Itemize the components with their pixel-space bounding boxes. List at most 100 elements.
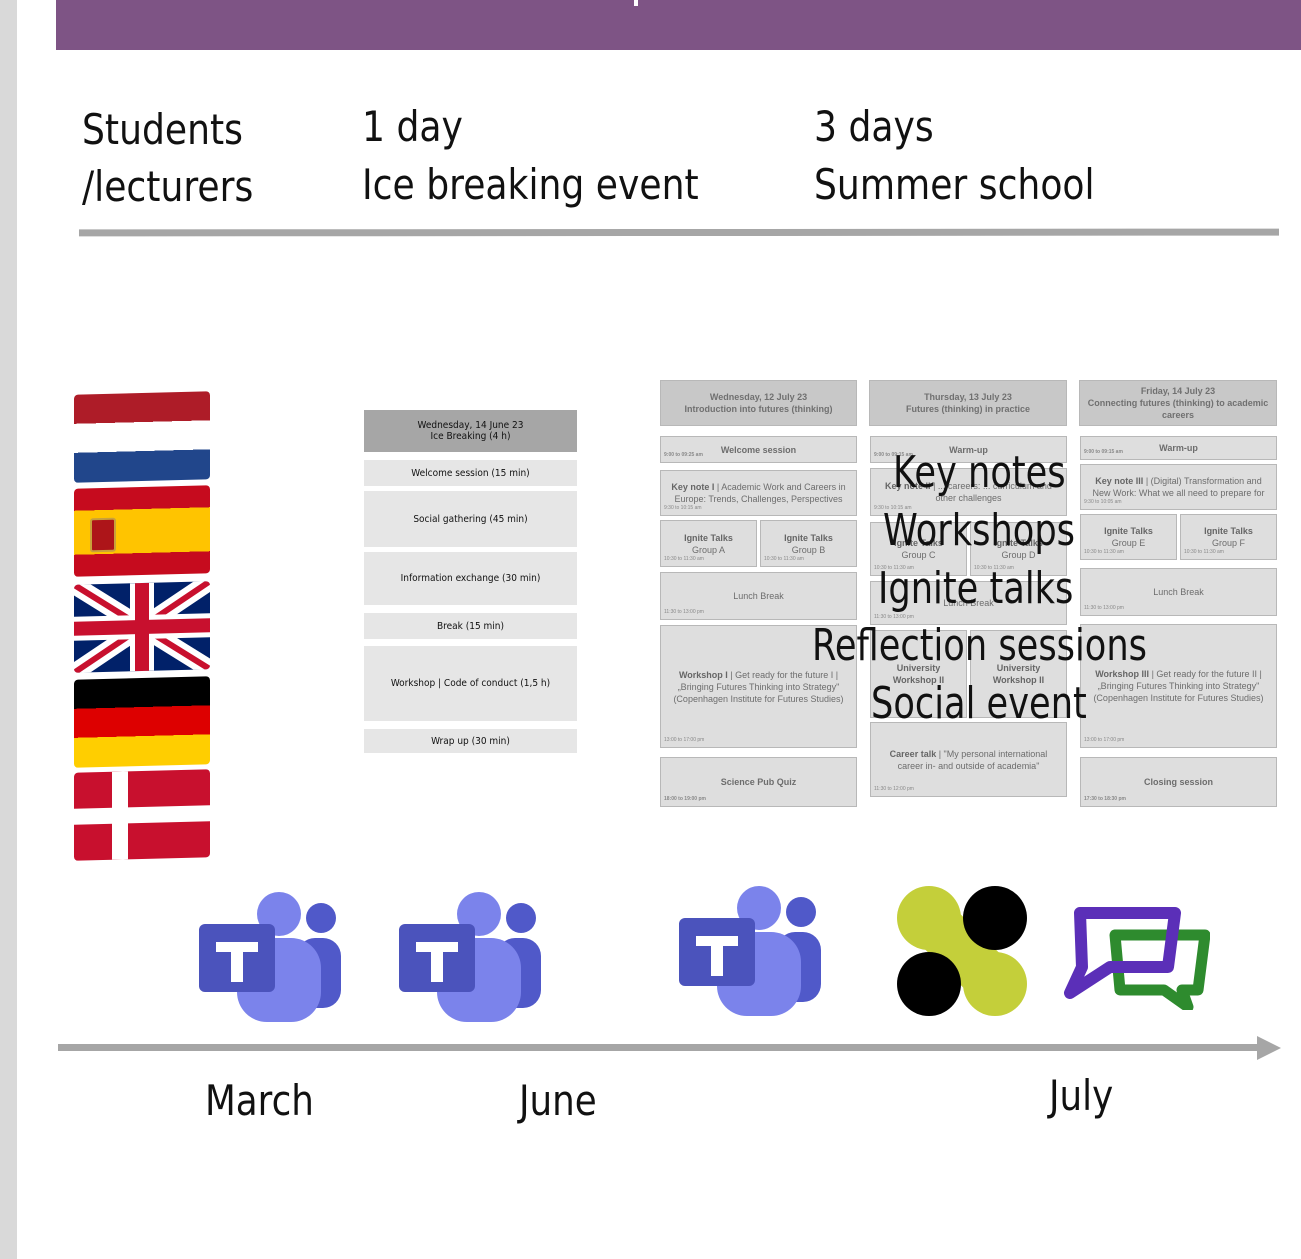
teams-icon (679, 886, 821, 1016)
germany-flag-icon (74, 676, 210, 768)
day1-workshop: Workshop I | Get ready for the future I … (660, 625, 857, 748)
day2-ignite-d-title: Ignite Talks (994, 538, 1043, 548)
day1-ignite-a-group: Group A (691, 544, 726, 555)
day1-keynote-text: | Academic Work and Careers in Europe: T… (674, 482, 846, 504)
timeline-arrowhead-icon (1257, 1036, 1281, 1060)
day1-ignite-a-title: Ignite Talks (684, 532, 733, 543)
day2-lunch-label: Lunch Break (943, 598, 994, 608)
day3-keynote-title: Key note III (1095, 476, 1144, 486)
ice-row-break: Break (15 min) (364, 613, 577, 639)
day2-header-line1: Thursday, 13 July 23 (924, 392, 1012, 402)
day3-ignite-e-group: Group E (1111, 538, 1146, 548)
day1-workshop-title: Workshop I (678, 669, 728, 680)
header-col1-line2: /lecturers (82, 162, 254, 211)
day1-header-line2: Introduction into futures (thinking) (684, 404, 833, 414)
day3-ignite-f-group: Group F (1211, 538, 1245, 548)
day2-ignite-c-title: Ignite Talks (894, 538, 943, 548)
title-banner (56, 0, 1301, 50)
chat-bubble-icon (1064, 907, 1210, 1010)
overlay-workshops: Workshops (883, 505, 1076, 556)
network-logo-icon (897, 886, 1027, 1016)
day3-workshop: Workshop III | Get ready for the future … (1080, 624, 1277, 748)
day2-header: Thursday, 13 July 23 Futures (thinking) … (869, 380, 1067, 426)
teams-icon (399, 892, 541, 1022)
ice-row-info: Information exchange (30 min) (364, 552, 577, 605)
denmark-flag-icon (74, 769, 210, 861)
header-col1-line1: Students (82, 105, 244, 154)
day3-closing-label: Closing session (1143, 777, 1214, 787)
overlay-key-notes: Key notes (893, 447, 1066, 498)
day3-workshop-title: Workshop III (1095, 669, 1150, 679)
spain-crest (90, 517, 116, 553)
spain-flag-icon (74, 485, 210, 577)
ice-row-wrapup: Wrap up (30 min) (364, 729, 577, 753)
ice-header-line2: Ice Breaking (4 h) (430, 431, 511, 442)
day2-keynote: Key note II | ... careers: ... curriculu… (870, 468, 1067, 516)
day1-keynote-title: Key note I (671, 482, 715, 492)
uk-flag-icon (74, 581, 210, 673)
day2-workshop-b-line1: University (996, 663, 1041, 673)
day2-career: Career talk | "My personal international… (870, 722, 1067, 797)
day2-workshop-a-line2: Workshop II (892, 675, 945, 685)
day3-header-line1: Friday, 14 July 23 (1140, 386, 1216, 396)
day3-lunch-label: Lunch Break (1153, 587, 1204, 597)
day3-keynote: Key note III | (Digital) Transformation … (1080, 464, 1277, 510)
day3-header: Friday, 14 July 23 Connecting futures (t… (1079, 380, 1277, 426)
day1-welcome-label: Welcome session (720, 444, 797, 455)
day2-keynote-title: Key note II (885, 481, 931, 491)
day3-keynote-text: | (Digital) Transformation and New Work:… (1092, 476, 1265, 498)
month-march: March (205, 1076, 314, 1125)
header-col3-line1: 3 days (814, 102, 934, 151)
day2-ignite-d-group: Group D (1001, 550, 1036, 560)
day1-quiz-label: Science Pub Quiz (720, 777, 797, 787)
day1-ignite-b-group: Group B (791, 544, 826, 555)
ice-row-workshop: Workshop | Code of conduct (1,5 h) (364, 646, 577, 721)
month-july: July (1049, 1071, 1114, 1120)
day2-workshop-b-line2: Workshop II (992, 675, 1045, 685)
header-col2-line2: Ice breaking event (362, 160, 699, 209)
overlay-reflection-sessions: Reflection sessions (812, 620, 1147, 671)
day2-ignite-c-group: Group C (901, 550, 936, 560)
overlay-social-event: Social event (871, 678, 1087, 729)
day1-lunch-label: Lunch Break (733, 591, 784, 601)
day1-header: Wednesday, 12 July 23 Introduction into … (660, 380, 857, 426)
left-edge-strip (0, 0, 17, 1259)
ice-row-welcome: Welcome session (15 min) (364, 460, 577, 486)
day2-warmup-label: Warm-up (949, 444, 988, 455)
day3-ignite-f-title: Ignite Talks (1204, 526, 1253, 536)
day2-header-line2: Futures (thinking) in practice (905, 404, 1030, 414)
teams-icon (199, 892, 341, 1022)
banner-text-fragment (634, 0, 638, 6)
day1-keynote: Key note I | Academic Work and Careers i… (660, 470, 857, 516)
day3-header-line2: Connecting futures (thinking) to academi… (1087, 398, 1269, 420)
netherlands-flag-icon (74, 391, 210, 483)
day3-warmup-label: Warm-up (1159, 443, 1198, 453)
ice-header-line1: Wednesday, 14 June 23 (417, 420, 524, 431)
header-col3-line2: Summer school (814, 160, 1095, 209)
day3-ignite-e-title: Ignite Talks (1104, 526, 1153, 536)
day1-workshop-text: | Get ready for the future I | „Bringing… (673, 669, 844, 704)
day2-workshop-a-line1: University (896, 663, 941, 673)
header-divider (78, 228, 1280, 237)
timeline-axis (58, 1044, 1261, 1051)
overlay-ignite-talks: Ignite talks (878, 563, 1074, 614)
ice-breaking-header: Wednesday, 14 June 23 Ice Breaking (4 h) (364, 410, 577, 452)
header-col2-line1: 1 day (362, 102, 463, 151)
day2-keynote-text: | ... careers: ... curriculum and other … (933, 481, 1052, 503)
day1-ignite-b-title: Ignite Talks (784, 532, 833, 543)
day3-workshop-text: | Get ready for the future II | „Bringin… (1093, 669, 1264, 703)
